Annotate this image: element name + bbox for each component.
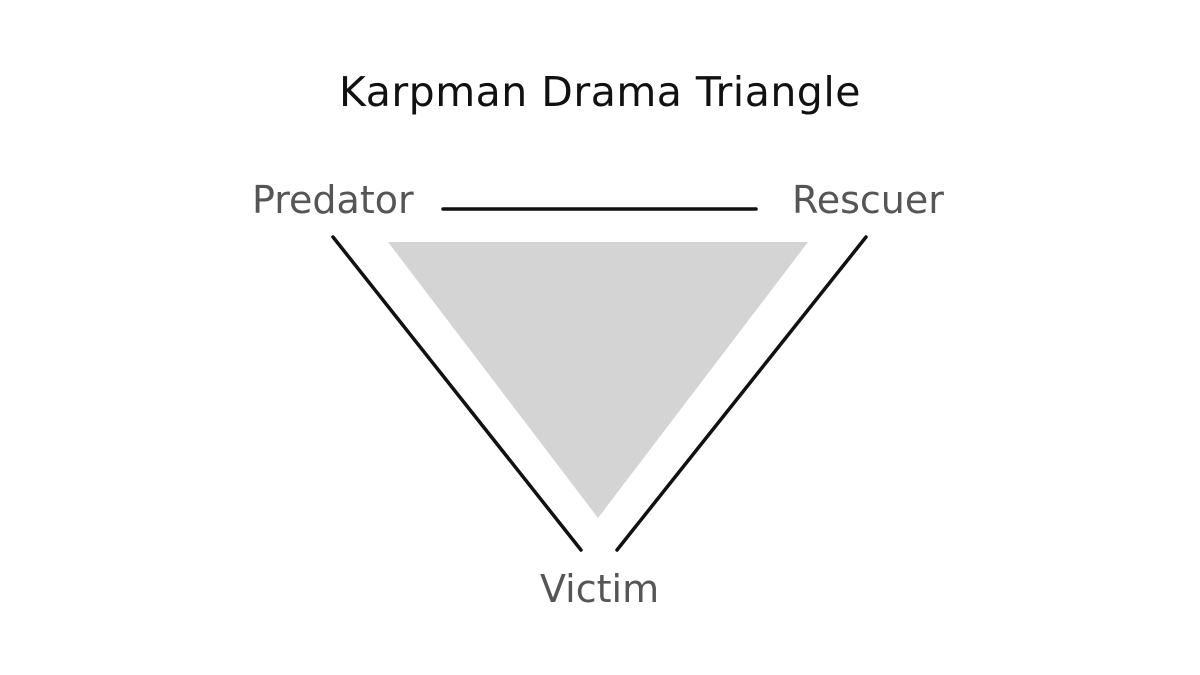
diagram-title: Karpman Drama Triangle bbox=[339, 68, 861, 116]
left-connector-line bbox=[331, 235, 583, 552]
role-label-rescuer: Rescuer bbox=[792, 178, 944, 222]
shaded-inner-triangle bbox=[388, 242, 808, 518]
role-label-predator: Predator bbox=[252, 178, 414, 222]
role-label-victim: Victim bbox=[540, 567, 660, 611]
right-connector-line bbox=[615, 235, 868, 552]
